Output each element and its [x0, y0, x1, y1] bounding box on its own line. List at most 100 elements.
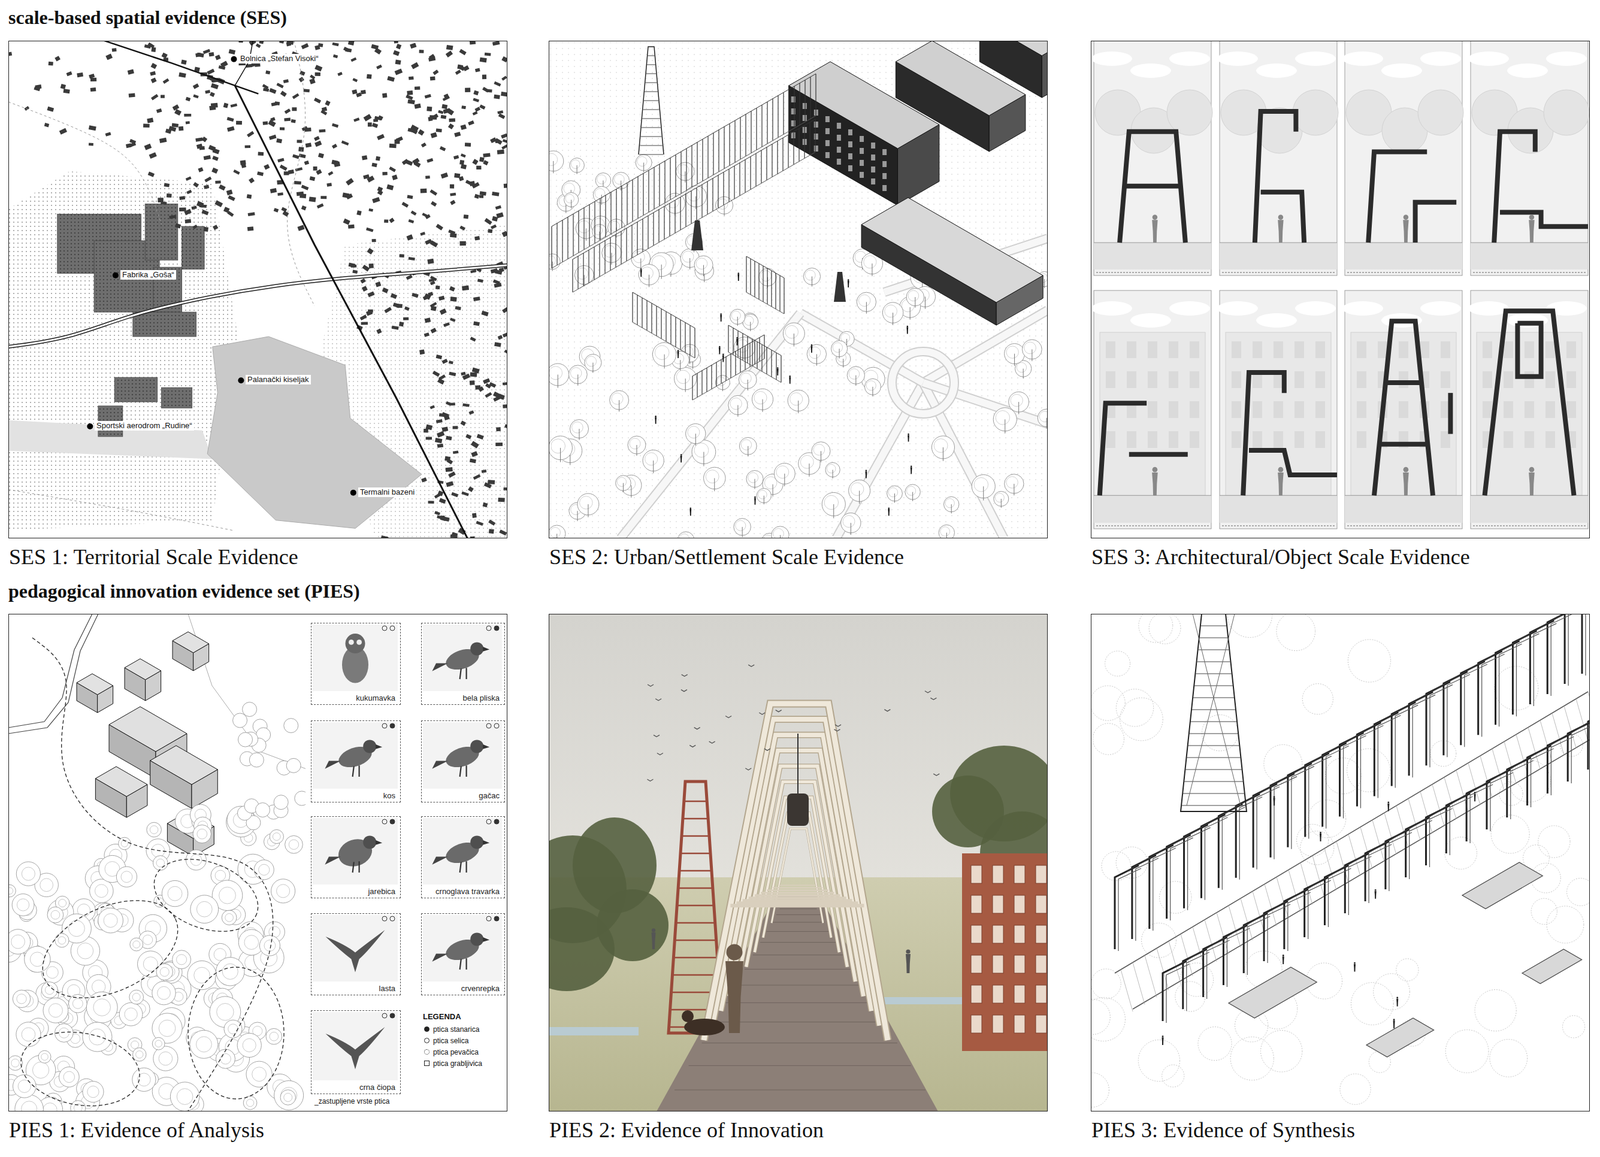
urban-axonometric — [601, 194, 603, 205]
territorial-map — [414, 103, 422, 110]
territorial-map — [8, 101, 162, 225]
territorial-map — [486, 89, 492, 93]
urban-axonometric — [749, 156, 751, 190]
urban-axonometric — [654, 345, 670, 361]
territorial-map — [88, 125, 97, 131]
urban-axonometric — [746, 256, 785, 278]
territorial-map — [467, 120, 475, 126]
site-analysis — [389, 625, 395, 631]
territorial-map — [291, 119, 296, 124]
territorial-map — [472, 513, 477, 519]
territorial-map — [348, 40, 355, 46]
urban-axonometric — [761, 344, 762, 372]
territorial-map — [439, 516, 446, 521]
territorial-map — [88, 73, 95, 79]
urban-axonometric — [647, 55, 655, 57]
urban-axonometric — [749, 343, 750, 368]
territorial-map — [8, 40, 508, 539]
urban-axonometric — [643, 162, 644, 173]
territorial-map — [179, 207, 187, 212]
object-elevations — [1147, 431, 1158, 449]
perspective-render — [924, 691, 931, 694]
territorial-map — [208, 144, 217, 152]
site-analysis — [431, 739, 490, 777]
territorial-map — [476, 433, 485, 440]
territorial-map — [460, 153, 467, 158]
territorial-map — [389, 143, 397, 149]
site-analysis — [460, 861, 467, 873]
site-analysis — [158, 1051, 173, 1066]
site-analysis — [431, 761, 448, 770]
object-elevations — [1356, 371, 1367, 389]
urban-axonometric — [742, 527, 743, 538]
urban-axonometric — [715, 362, 717, 387]
territorial-map — [366, 247, 374, 255]
urban-axonometric — [748, 472, 759, 483]
territorial-map — [88, 143, 94, 147]
site-analysis — [253, 860, 274, 880]
urban-axonometric — [773, 528, 785, 539]
perspective-render — [688, 1065, 912, 1067]
perspective-render — [1014, 955, 1025, 974]
urban-axonometric — [738, 272, 740, 275]
urban-axonometric — [793, 131, 794, 165]
urban-axonometric — [763, 495, 765, 505]
object-elevations — [1096, 271, 1209, 274]
territorial-map — [438, 374, 446, 381]
urban-axonometric — [813, 444, 825, 456]
urban-axonometric — [718, 346, 721, 349]
territorial-map — [382, 171, 387, 176]
synthesis-axonometric — [1090, 997, 1125, 1042]
urban-axonometric — [556, 223, 558, 266]
urban-axonometric — [836, 122, 842, 129]
synthesis-axonometric — [1148, 614, 1181, 644]
territorial-map — [404, 306, 410, 311]
territorial-map — [439, 413, 445, 417]
object-elevations — [1091, 301, 1133, 316]
territorial-map — [129, 138, 136, 145]
perspective-render — [703, 703, 888, 1041]
site-analysis — [482, 744, 490, 750]
territorial-map — [150, 47, 156, 53]
perspective-render — [1035, 985, 1047, 1004]
site-analysis — [156, 859, 165, 868]
urban-axonometric — [791, 96, 796, 103]
site-analysis — [8, 929, 31, 955]
object-elevations — [1169, 51, 1211, 66]
urban-axonometric — [684, 171, 686, 183]
territorial-map — [182, 226, 205, 270]
urban-axonometric — [677, 351, 680, 359]
site-analysis — [16, 1022, 41, 1048]
urban-axonometric — [760, 150, 762, 184]
territorial-map — [352, 269, 358, 274]
object-elevations — [1524, 431, 1535, 449]
urban-axonometric — [891, 351, 955, 414]
site-analysis — [382, 916, 387, 922]
territorial-map — [459, 225, 466, 231]
territorial-map — [366, 309, 373, 316]
object-elevations — [1440, 371, 1451, 389]
object-elevations — [1350, 332, 1457, 496]
urban-axonometric — [714, 478, 715, 492]
territorial-map — [125, 143, 132, 148]
urban-axonometric — [793, 333, 795, 347]
territorial-map — [484, 52, 492, 57]
urban-axonometric — [548, 40, 1048, 539]
object-elevations — [1126, 431, 1137, 449]
perspective-render — [930, 697, 937, 700]
site-analysis — [172, 950, 192, 970]
urban-axonometric — [906, 327, 909, 334]
territorial-map — [427, 116, 433, 122]
territorial-map — [263, 164, 270, 171]
urban-axonometric — [689, 258, 691, 270]
territorial-map — [33, 86, 41, 92]
synthesis-axonometric — [1230, 1036, 1274, 1081]
urban-axonometric — [808, 463, 810, 477]
object-elevations — [1420, 51, 1462, 66]
site-analysis — [152, 856, 168, 871]
urban-axonometric — [910, 466, 913, 468]
urban-axonometric — [933, 439, 948, 453]
urban-axonometric — [747, 446, 749, 457]
urban-axonometric — [642, 173, 644, 216]
